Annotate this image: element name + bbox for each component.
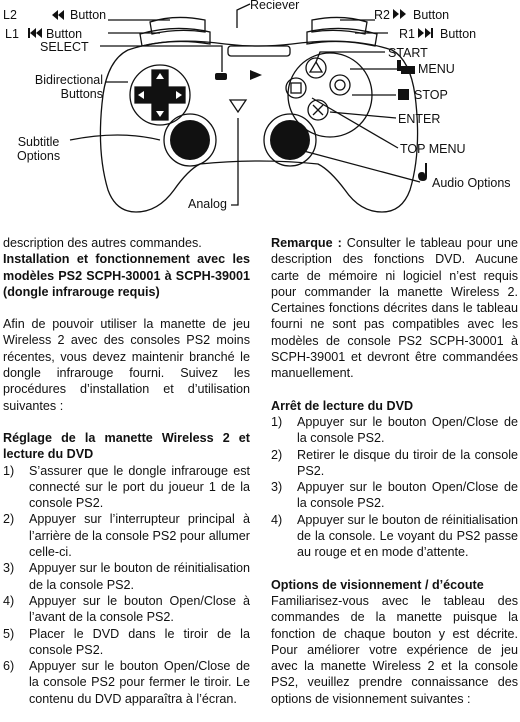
list-item: 6)Appuyer sur le bouton Open/Close de la… — [3, 659, 250, 706]
label-reciever: Reciever — [250, 0, 300, 12]
label-start: START — [388, 46, 428, 60]
right-analog-stick — [270, 120, 310, 160]
label-stop: STOP — [414, 88, 448, 102]
controller-illustration — [28, 3, 433, 213]
label-r2-button: Button — [413, 8, 450, 22]
l2-shoulder — [149, 16, 206, 35]
list-item: 2)Appuyer sur l’interrupteur principal à… — [3, 512, 250, 560]
intro-text: description des autres commandes. — [3, 236, 202, 250]
list-item: 2)Retirer le disque du tiroir de la cons… — [271, 447, 518, 478]
r2-right-icon — [393, 9, 406, 19]
list-item: 3)Appuyer sur le bouton Open/Close de la… — [271, 480, 518, 511]
receiver-window — [227, 45, 291, 57]
paragraph-installation: Afin de pouvoir utiliser la manette de j… — [3, 317, 250, 413]
start-button — [250, 70, 262, 80]
analog-indicator — [228, 99, 248, 114]
square-symbol — [290, 82, 302, 94]
label-l1-button: Button — [46, 27, 83, 41]
left-analog-ring — [163, 113, 217, 167]
controller-body — [99, 40, 419, 213]
remark-label: Remarque : — [271, 236, 342, 250]
label-top-menu: TOP MENU — [400, 142, 466, 156]
square-button — [285, 77, 307, 99]
l2-left-icon — [52, 10, 64, 20]
list-item: 4)Appuyer sur le bouton Open/Close à l’a… — [3, 593, 250, 625]
stop-icon — [398, 89, 409, 100]
label-enter: ENTER — [398, 112, 441, 126]
label-analog: Analog — [188, 197, 227, 211]
label-l1: L1 — [5, 27, 19, 41]
heading-viewing-options: Options de visionnement / d’écoute — [271, 577, 484, 592]
r2-shoulder — [311, 16, 368, 35]
menu-icon-bar — [397, 60, 401, 71]
remark-paragraph: Remarque : Consulter le tableau pour une… — [271, 235, 518, 382]
left-column: description des autres commandes. Instal… — [3, 235, 250, 707]
heading-setup: Réglage de la manette Wireless 2 et lect… — [3, 430, 250, 462]
label-r1: R1 — [399, 27, 415, 41]
stop-steps: 1)Appuyer sur le bouton Open/Close de la… — [271, 414, 518, 561]
triangle-symbol — [308, 60, 324, 73]
left-analog-stick — [170, 120, 210, 160]
label-menu: MENU — [418, 62, 455, 76]
remark-text: Consulter le tableau pour une descriptio… — [271, 236, 518, 381]
right-analog-ring — [263, 113, 317, 167]
label-select: SELECT — [40, 40, 89, 54]
circle-symbol — [334, 79, 346, 91]
controller-diagram: L2 Button L1 Button SELECT Bidirectional… — [0, 0, 520, 230]
label-l2-button: Button — [70, 8, 107, 22]
triangle-button — [305, 57, 327, 79]
circle-button — [329, 74, 351, 96]
heading-installation: Installation et fonctionnement avec les … — [3, 252, 250, 299]
label-r2: R2 — [374, 8, 390, 22]
list-item: 3)Appuyer sur le bouton de réinitialisat… — [3, 561, 250, 592]
select-button — [215, 73, 227, 80]
label-r1-button: Button — [440, 27, 477, 41]
heading-stop-dvd: Arrêt de lecture du DVD — [271, 398, 414, 413]
r1-right-icon — [418, 28, 433, 38]
dpad-cross — [134, 69, 186, 121]
label-audio-options: Audio Options — [432, 176, 511, 190]
paragraph-viewing-options: Familiarisez-vous avec le tableau des co… — [271, 593, 518, 706]
label-l2: L2 — [3, 8, 17, 22]
menu-icon-box — [401, 66, 415, 74]
cross-symbol — [312, 104, 324, 116]
right-column: Remarque : Consulter le tableau pour une… — [271, 235, 518, 707]
list-item: 5)Placer le DVD dans le tiroir de la con… — [3, 626, 250, 657]
list-item: 1)Appuyer sur le bouton Open/Close de la… — [271, 414, 518, 446]
music-note-icon — [418, 163, 427, 181]
setup-steps: 1)S’assurer que le dongle infrarouge est… — [3, 463, 250, 707]
l1-left-icon — [28, 28, 42, 38]
list-item: 4)Appuyer sur le bouton de réinitialisat… — [271, 512, 518, 560]
dpad-ring — [129, 64, 191, 126]
cross-button — [307, 99, 329, 121]
list-item: 1)S’assurer que le dongle infrarouge est… — [3, 463, 250, 511]
